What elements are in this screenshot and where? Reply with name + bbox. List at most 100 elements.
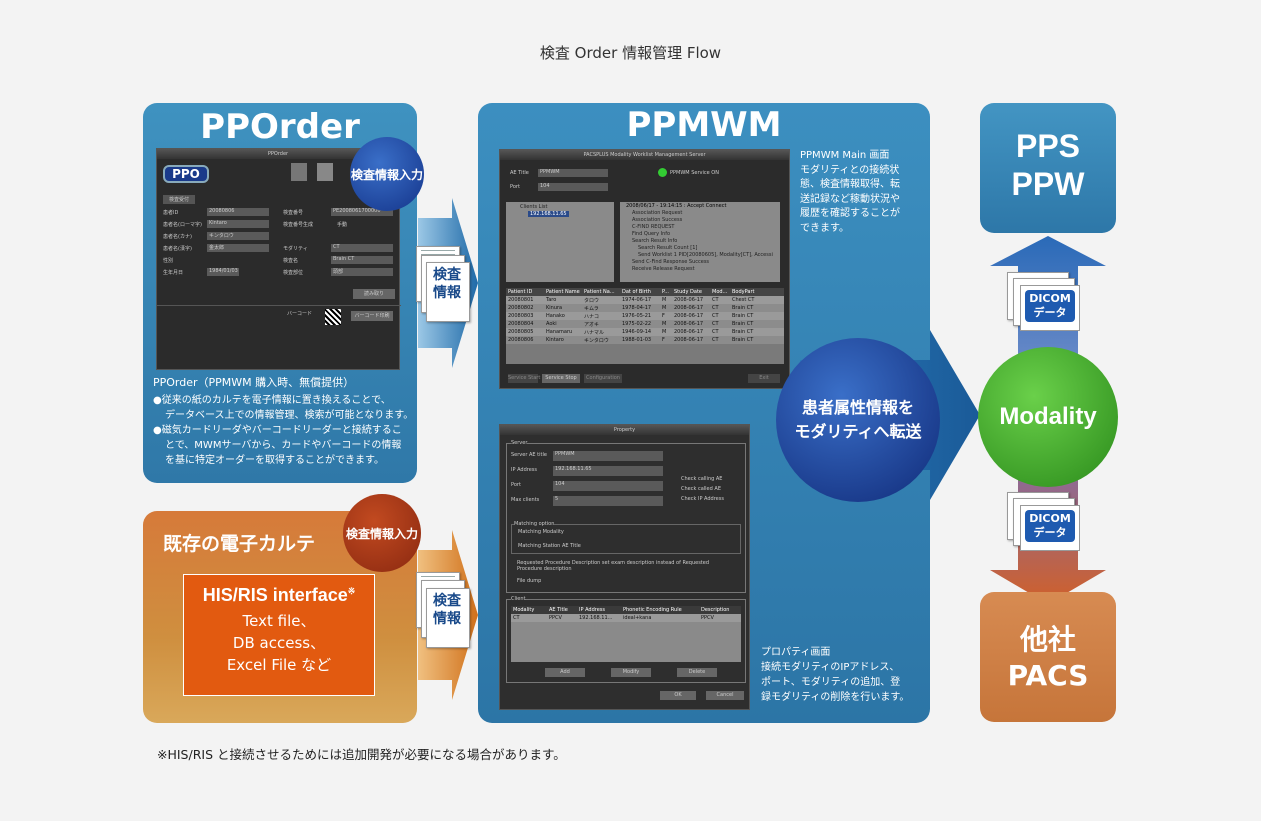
his-ris-title: HIS/RIS interface※ [184, 585, 374, 606]
table-cell: M [662, 305, 667, 311]
exam-number-field[interactable]: PE2008061700000 [331, 208, 393, 216]
max-clients-field[interactable]: 5 [553, 496, 663, 506]
service-start-button[interactable]: Service Start [508, 374, 541, 383]
delete-client-button[interactable]: Delete [677, 668, 717, 677]
log-line: Receive Release Request [632, 266, 695, 272]
emr-panel: 既存の電子カルテ HIS/RIS interface※ Text file、 D… [143, 494, 421, 723]
table-cell: Chest CT [732, 297, 755, 303]
pacs-box: 他社 PACS [980, 592, 1116, 722]
kanji-name-field[interactable]: 金太郎 [207, 244, 269, 252]
table-cell: 20080805 [508, 329, 534, 335]
modality-select[interactable]: CT [331, 244, 393, 252]
doc-label: 検査 [433, 593, 461, 609]
exam-number-mode[interactable]: 手動 [337, 222, 348, 228]
client-group-label: Client [511, 596, 526, 602]
check-calling-ae[interactable]: Check calling AE [681, 476, 723, 482]
server-group: Server Server AE title PPMWM IP Address … [506, 440, 746, 593]
his-ris-line: Excel File など [226, 656, 332, 674]
prop-field-label: Max clients [511, 497, 540, 503]
add-client-button[interactable]: Add [545, 668, 585, 677]
kana-name-field[interactable]: キンタロウ [207, 232, 269, 240]
doc-label: 情報 [433, 285, 461, 301]
read-button[interactable]: 読み取り [353, 289, 395, 299]
log-line: Find Query Info [632, 231, 671, 237]
caption-line: とで、MWMサーバから、カードやバーコードの情報 [165, 440, 402, 451]
table-cell: ハナマル [584, 330, 605, 336]
ip-address-field[interactable]: 192.168.11.65 [553, 466, 663, 476]
dicom-data-bottom: DICOM データ [1020, 505, 1080, 551]
table-row[interactable] [506, 296, 784, 304]
log-panel[interactable]: 2008/06/17 - 19:14:15 : Accept Connect A… [620, 202, 780, 282]
table-cell: Brain CT [732, 329, 754, 335]
dicom-text: DICOM [1029, 292, 1071, 305]
form-label-4: 患者名(漢字) [163, 246, 192, 252]
exam-info-doc-bottom: 検査 情報 [426, 588, 470, 648]
ae-title-field[interactable]: PPMWM [538, 169, 608, 177]
table-cell: 20080804 [508, 321, 534, 327]
his-ris-lines: Text file、 DB access、 Excel File など [184, 610, 374, 676]
exam-name-field[interactable]: Brain CT [331, 256, 393, 264]
table-cell: キムラ [584, 306, 599, 312]
form-label-0[interactable]: 検査受付 [163, 195, 196, 204]
table-cell: Brain CT [732, 321, 754, 327]
log-line: Send Worklist 1 PID[20080605], Modality[… [638, 252, 773, 258]
cancel-button[interactable]: Cancel [706, 691, 744, 700]
log-line: Association Success [632, 217, 683, 223]
requested-procedure-check[interactable]: Requested Procedure Description set exam… [517, 560, 710, 572]
check-ip-address[interactable]: Check IP Address [681, 496, 724, 502]
ppmwm-panel: PPMWM PACSPLUS Modality Worklist Managem… [478, 103, 930, 723]
table-row[interactable] [506, 304, 784, 312]
form-label-1: 患者ID [163, 210, 179, 216]
exit-button[interactable]: Exit [748, 374, 780, 383]
exam-part-field[interactable]: 頭部 [331, 268, 393, 276]
table-row[interactable] [506, 336, 784, 344]
server-ae-field[interactable]: PPMWM [553, 451, 663, 461]
prop-port-field[interactable]: 104 [553, 481, 663, 491]
table-row[interactable] [506, 320, 784, 328]
table-header-cell: Study Date [674, 289, 702, 295]
matching-modality-check[interactable]: Matching Modality [518, 529, 564, 535]
port-field[interactable]: 104 [538, 183, 608, 191]
roman-name-field[interactable]: Kintaro [207, 220, 269, 228]
table-cell: 1978-04-17 [622, 305, 652, 311]
barcode-print-button[interactable]: バーコード印刷 [351, 311, 393, 321]
pps-label: PPS [1015, 128, 1081, 164]
patient-id-field[interactable]: 20080806 [207, 208, 269, 216]
pporder-caption: ●従来の紙のカルテを電子情報に置き換えることで、 データベース上での情報管理、検… [153, 393, 413, 468]
form-label-2: 患者名(ローマ字) [163, 222, 202, 228]
table-cell: 2008-06-17 [674, 337, 704, 343]
divider [157, 305, 401, 306]
table-cell: 20080802 [508, 305, 534, 311]
service-stop-button[interactable]: Service Stop [542, 374, 580, 383]
property-window-title: Property [500, 425, 749, 435]
table-header-cell: Patient Name [546, 289, 580, 295]
matching-label: Matching option [514, 521, 555, 527]
table-row[interactable] [511, 614, 741, 622]
configuration-button[interactable]: Configuration [584, 374, 622, 383]
table-header-cell: BodyPart [732, 289, 755, 295]
table-row[interactable] [506, 312, 784, 320]
birthdate-field[interactable]: 1984/01/03 [207, 268, 239, 276]
table-header-cell: Mod... [712, 289, 728, 295]
exam-info-doc-top: 検査 情報 [426, 262, 470, 322]
matching-station-check[interactable]: Matching Station AE Title [518, 543, 581, 549]
port-label: Port [510, 184, 520, 190]
ok-button[interactable]: OK [660, 691, 696, 700]
clients-list[interactable]: Clients List 192.168.11.65 [506, 202, 614, 282]
matching-group: Matching option Matching Modality Matchi… [511, 521, 741, 554]
table-cell: CT [513, 615, 520, 621]
edit-icon[interactable] [291, 163, 307, 181]
note-icon[interactable] [317, 163, 333, 181]
check-called-ae[interactable]: Check called AE [681, 486, 721, 492]
file-dump-check[interactable]: File dump [517, 578, 542, 584]
pacs-text: 他社 PACS [980, 622, 1116, 694]
table-row[interactable] [506, 328, 784, 336]
client-ip[interactable]: 192.168.11.65 [528, 211, 569, 217]
table-cell: 20080803 [508, 313, 534, 319]
table-cell: ideal+kana [623, 615, 652, 621]
table-cell: Hanako [546, 313, 565, 319]
modify-client-button[interactable]: Modify [611, 668, 651, 677]
